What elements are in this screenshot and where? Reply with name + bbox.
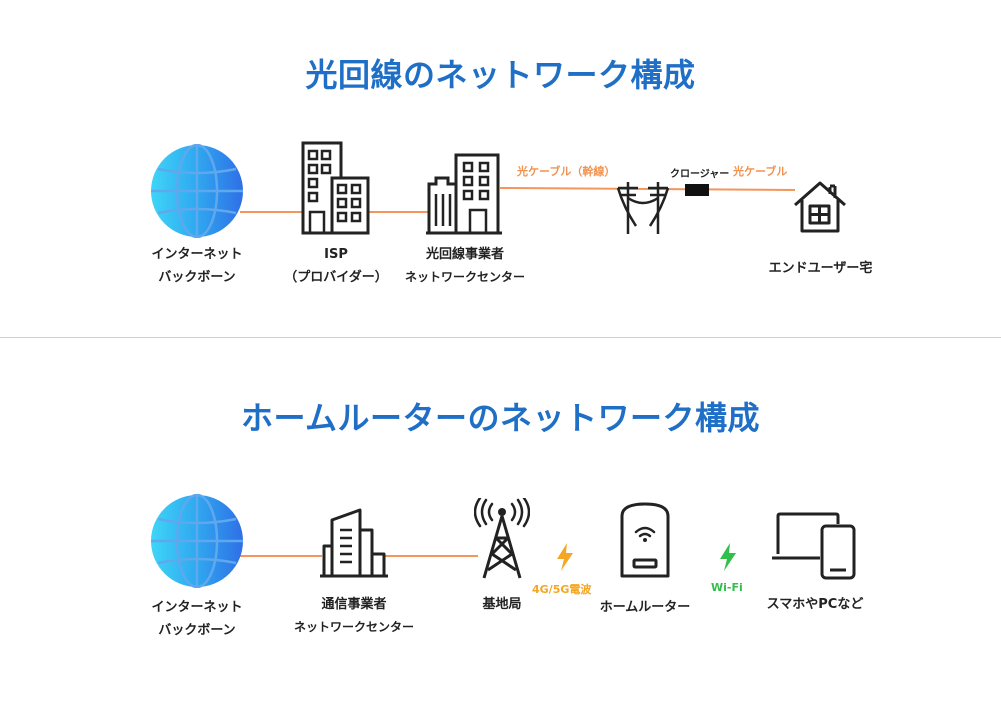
fiber-diagram: 光ケーブル（幹線） クロージャー 光ケーブル インターネットバックボーン ISP… [0, 130, 1001, 320]
cell-tower-icon [474, 498, 530, 579]
node-label-devices: スマホやPCなど [766, 597, 864, 612]
node-label-telecom-carrier: 通信事業者ネットワークセンター [293, 597, 414, 634]
buildings-icon [301, 141, 370, 235]
router-diagram: 4G/5G電波 Wi-Fi インターネットバックボーン 通信事業者ネットワークセ… [0, 490, 1001, 680]
fiber-wires [240, 187, 796, 213]
node-label-end-user-home: エンドユーザー宅 [768, 261, 873, 276]
laptop-phone-icon [772, 512, 856, 580]
router-wires [240, 555, 478, 557]
closure-icon [685, 184, 709, 196]
node-label-base-station: 基地局 [482, 597, 522, 612]
office-building-icon [320, 508, 388, 578]
node-label-backbone: インターネットバックボーン [151, 600, 243, 638]
lightning-icon [557, 543, 573, 571]
radio-link-label: 4G/5G電波 [532, 583, 592, 596]
drop-cable-label: 光ケーブル [733, 165, 788, 178]
node-label-home-router: ホームルーター [599, 600, 691, 615]
home-router-icon [620, 502, 670, 578]
data-center-icon [426, 153, 502, 235]
wire-trunk-cable [499, 187, 796, 191]
globe-icon [151, 144, 243, 238]
router-section-title: ホームルーターのネットワーク構成 [240, 399, 761, 437]
lightning-icon [720, 543, 736, 571]
globe-icon [151, 494, 243, 588]
node-label-isp: ISP（プロバイダー） [284, 247, 388, 285]
section-divider [0, 337, 1001, 338]
house-icon [794, 181, 846, 233]
node-label-fiber-carrier: 光回線事業者ネットワークセンター [404, 247, 525, 284]
fiber-section-title: 光回線のネットワーク構成 [305, 56, 696, 94]
closure-label: クロージャー [670, 169, 730, 180]
trunk-cable-label: 光ケーブル（幹線） [517, 165, 616, 178]
wifi-link-label: Wi-Fi [711, 581, 743, 594]
node-label-backbone: インターネットバックボーン [151, 247, 243, 285]
utility-poles-icon [616, 182, 670, 234]
